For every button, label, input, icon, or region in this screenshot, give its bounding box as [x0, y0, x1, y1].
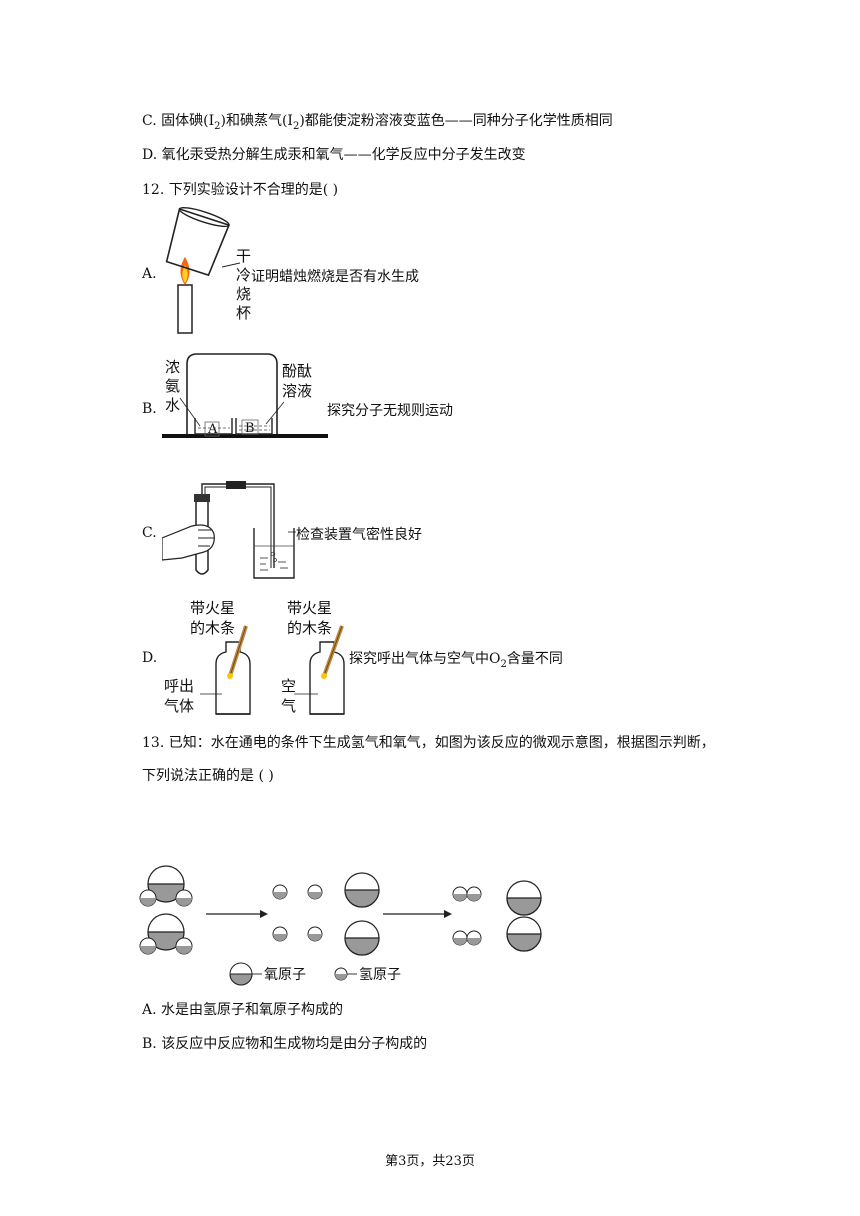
- water-molecule: [139, 913, 193, 955]
- stick-label-1: 带火星 的木条: [190, 599, 236, 637]
- ammonia-label: 浓 氨 水: [165, 358, 181, 414]
- q13-stem-line1: 13. 已知：水在通电的条件下生成氢气和氧气，如图为该反应的微观示意图，根据图示…: [142, 735, 715, 751]
- q12-option-d-caption: 探究呼出气体与空气中O2含量不同: [349, 651, 563, 670]
- gas-bottles-diagram: [200, 625, 345, 715]
- q12-option-c-letter: C.: [142, 525, 157, 541]
- q11-option-d: D. 氧化汞受热分解生成汞和氧气——化学反应中分子发生改变: [142, 147, 526, 163]
- q12-option-b-caption: 探究分子无规则运动: [327, 403, 453, 419]
- page-footer: 第3页，共23页: [385, 1154, 475, 1169]
- stick-label-2: 带火星 的木条: [287, 599, 333, 637]
- hydrogen-molecule: [452, 930, 482, 946]
- q13-option-a: A. 水是由氢原子和氧原子构成的: [142, 1002, 344, 1018]
- q12-option-c-caption: 检查装置气密性良好: [296, 527, 422, 543]
- legend-oxygen-icon: [229, 962, 253, 986]
- svg-text:B: B: [245, 421, 255, 436]
- hydrogen-atom: [307, 884, 323, 900]
- hydrogen-molecule: [452, 886, 482, 902]
- hydrogen-atom: [272, 884, 288, 900]
- q13-stem-line2: 下列说法正确的是 ( ): [142, 768, 274, 784]
- beaker-label: 干 冷 烧 杯: [236, 247, 252, 322]
- candle-beaker-diagram: [165, 207, 241, 334]
- q13-option-b: B. 该反应中反应物和生成物均是由分子构成的: [142, 1036, 428, 1052]
- q11-option-c: C. 固体碘(I2)和碘蒸气(I2)都能使淀粉溶液变蓝色——同种分子化学性质相同: [142, 113, 613, 132]
- legend-hydrogen-label: 氢原子: [359, 967, 401, 983]
- oxygen-atom: [344, 872, 380, 908]
- oxygen-molecule: [506, 880, 542, 952]
- phenolphthalein-label: 酚酞 溶液: [282, 362, 313, 400]
- q12-stem: 12. 下列实验设计不合理的是( ): [142, 182, 339, 198]
- hydrogen-atom: [272, 926, 288, 942]
- legend-oxygen-label: 氧原子: [264, 967, 306, 983]
- oxygen-atom: [344, 920, 380, 956]
- svg-text:A: A: [207, 422, 218, 437]
- water-electrolysis-micro-diagram: 氧原子 氢原子: [139, 865, 542, 986]
- air-label: 空 气: [281, 677, 297, 715]
- exhaled-gas-label: 呼出 气体: [164, 677, 195, 715]
- airtightness-diagram: [162, 481, 296, 579]
- q12-option-d-letter: D.: [142, 650, 158, 666]
- legend-hydrogen-icon: [334, 967, 348, 981]
- bell-jar-diagram: A B: [162, 353, 328, 438]
- water-molecule: [139, 865, 193, 907]
- hydrogen-atom: [307, 926, 323, 942]
- q12-option-b-letter: B.: [142, 401, 157, 417]
- q12-option-a-letter: A.: [142, 266, 157, 282]
- q12-option-a-caption: 证明蜡烛燃烧是否有水生成: [251, 269, 419, 285]
